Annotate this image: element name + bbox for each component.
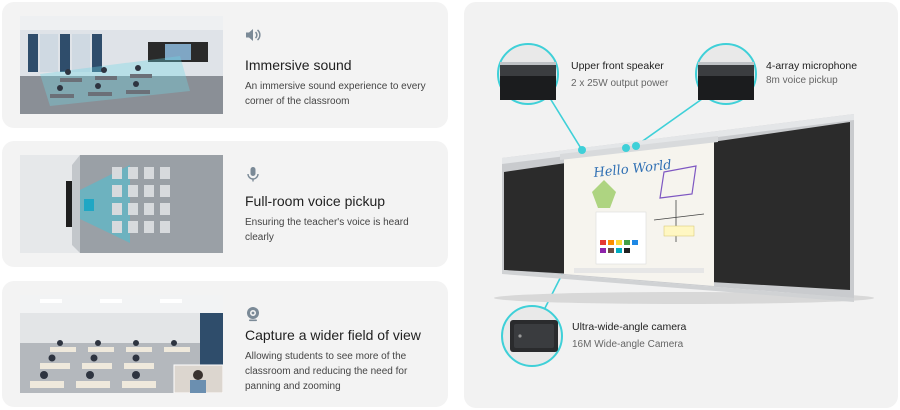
callout-speaker-subtitle: 2 x 25W output power [571,78,669,89]
feature-description: Allowing students to see more of the cla… [245,351,408,392]
product-panel: Hello World [464,2,898,408]
voice-pickup-image [20,155,223,253]
microphone-icon [244,165,262,183]
webcam-icon [244,305,262,323]
feature-description: An immersive sound experience to every c… [245,81,426,107]
feature-title: Immersive sound [245,57,352,73]
callout-microphone-subtitle: 8m voice pickup [766,75,838,86]
feature-card-immersive-sound: Immersive sound An immersive sound exper… [2,2,448,128]
callout-microphone-title: 4-array microphone [766,60,858,72]
speaker-icon [244,26,262,44]
feature-title: Full-room voice pickup [245,193,386,209]
callout-speaker-title: Upper front speaker [571,60,664,72]
feature-card-voice-pickup: Full-room voice pickup Ensuring the teac… [2,141,448,267]
callout-camera-title: Ultra-wide-angle camera [572,321,687,333]
classroom-sound-image [20,16,223,114]
feature-title: Capture a wider field of view [245,327,421,343]
classroom-camera-image [20,295,223,393]
smart-board-illustration: Hello World [494,43,874,367]
feature-description: Ensuring the teacher's voice is heard cl… [245,217,409,243]
feature-card-wide-view: Capture a wider field of view Allowing s… [2,281,448,407]
callout-camera-subtitle: 16M Wide-angle Camera [572,339,684,350]
